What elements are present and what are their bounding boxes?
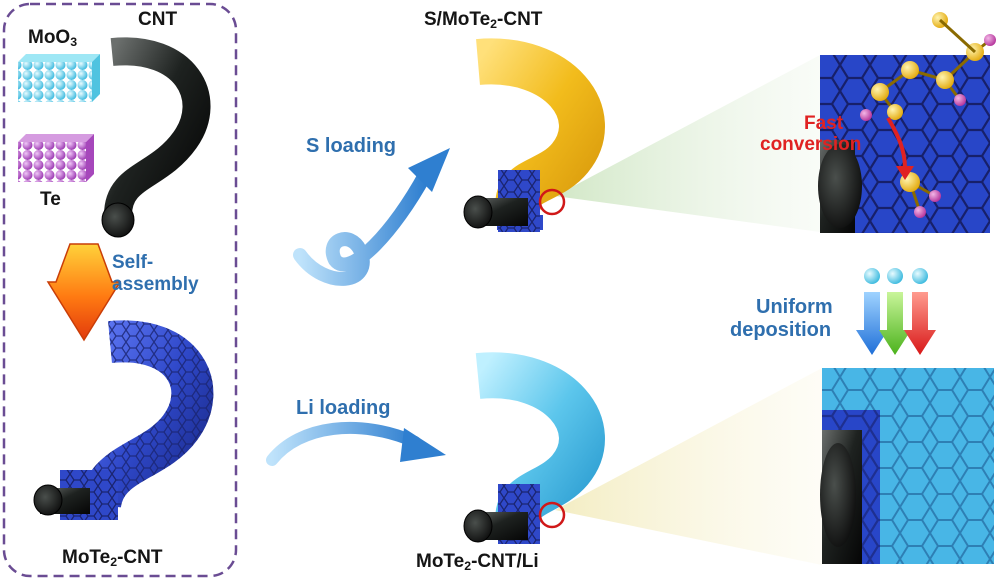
conversion-arrow xyxy=(886,116,907,169)
self-assembly-arrow xyxy=(46,243,122,342)
mote2-cnt-li-label: MoTe2-CNT/Li xyxy=(416,551,539,574)
te-label: Te xyxy=(40,189,61,210)
cnt-label: CNT xyxy=(138,9,178,30)
zoom-beam-bottom xyxy=(555,368,822,565)
fast-conversion-label: Fast conversion xyxy=(760,113,862,155)
mote2-cnt-label: MoTe2-CNT xyxy=(62,547,163,570)
zoom-beam-top xyxy=(555,55,820,232)
s-loading-label: S loading xyxy=(306,135,396,157)
s-loading-arrow xyxy=(293,148,450,286)
li-loading-label: Li loading xyxy=(296,397,391,419)
li-loading-arrow xyxy=(266,421,446,466)
uniform-deposition-label: Uniform deposition xyxy=(730,296,833,341)
li-ion-arrows xyxy=(856,268,936,355)
mote2-cnt-li-tube xyxy=(463,352,605,544)
cnt-tube xyxy=(101,37,211,238)
moo3-label: MoO3 xyxy=(28,27,78,50)
polysulfide-chain-top xyxy=(860,12,996,121)
zoom-circle-top xyxy=(538,188,566,216)
te-crystal-block xyxy=(18,134,94,182)
self-assembly-label: Self- assembly xyxy=(112,252,199,295)
s-mote2-cnt-tube xyxy=(463,38,605,232)
s-mote2-cnt-label: S/MoTe2-CNT xyxy=(424,9,543,32)
moo3-crystal-block xyxy=(18,54,100,102)
mote2-cnt-tube xyxy=(33,320,214,520)
zoom-box-conversion xyxy=(818,12,996,233)
zoom-box-deposition xyxy=(820,368,994,564)
zoom-circle-bottom xyxy=(538,501,566,529)
left-panel-border xyxy=(2,2,238,578)
